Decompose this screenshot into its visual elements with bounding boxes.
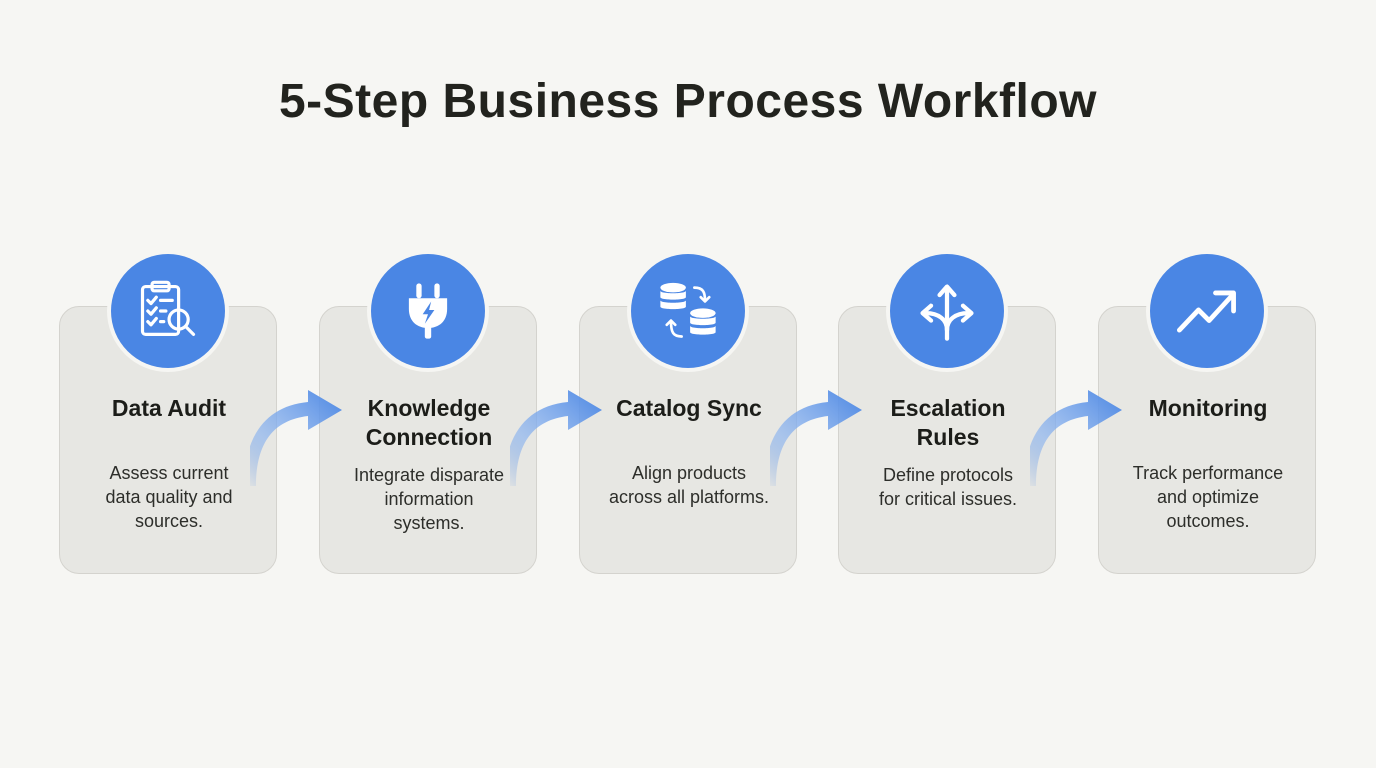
database-sync-icon (660, 282, 716, 338)
trend-up-arrow-icon (1176, 290, 1236, 333)
step-title: Escalation Rules (890, 395, 1006, 450)
step-title: Catalog Sync (616, 395, 762, 421)
step-title: Data Audit (111, 395, 227, 421)
step-icon-badge (367, 250, 489, 372)
connector-arrow-1 (250, 390, 342, 486)
plug-lightning-icon (408, 283, 448, 339)
step-icon-badge (627, 250, 749, 372)
step-description: Track performance and optimize outcomes. (1132, 463, 1284, 531)
connector-arrow-2 (510, 390, 602, 486)
clipboard-checklist-magnifier-icon (140, 280, 196, 336)
step-description: Align products across all platforms. (608, 463, 770, 507)
step-icon-badge (886, 250, 1008, 372)
step-description: Integrate disparate information systems. (353, 465, 505, 533)
page-title: 5-Step Business Process Workflow (278, 75, 1098, 128)
step-description: Define protocols for critical issues. (878, 465, 1018, 509)
step-description: Assess current data quality and sources. (105, 463, 233, 531)
step-title: Monitoring (1148, 395, 1268, 421)
step-title: Knowledge Connection (365, 395, 493, 450)
connector-arrow-3 (770, 390, 862, 486)
step-icon-badge (1146, 250, 1268, 372)
branching-arrows-icon (920, 284, 974, 341)
connector-arrow-4 (1030, 390, 1122, 486)
step-icon-badge (107, 250, 229, 372)
